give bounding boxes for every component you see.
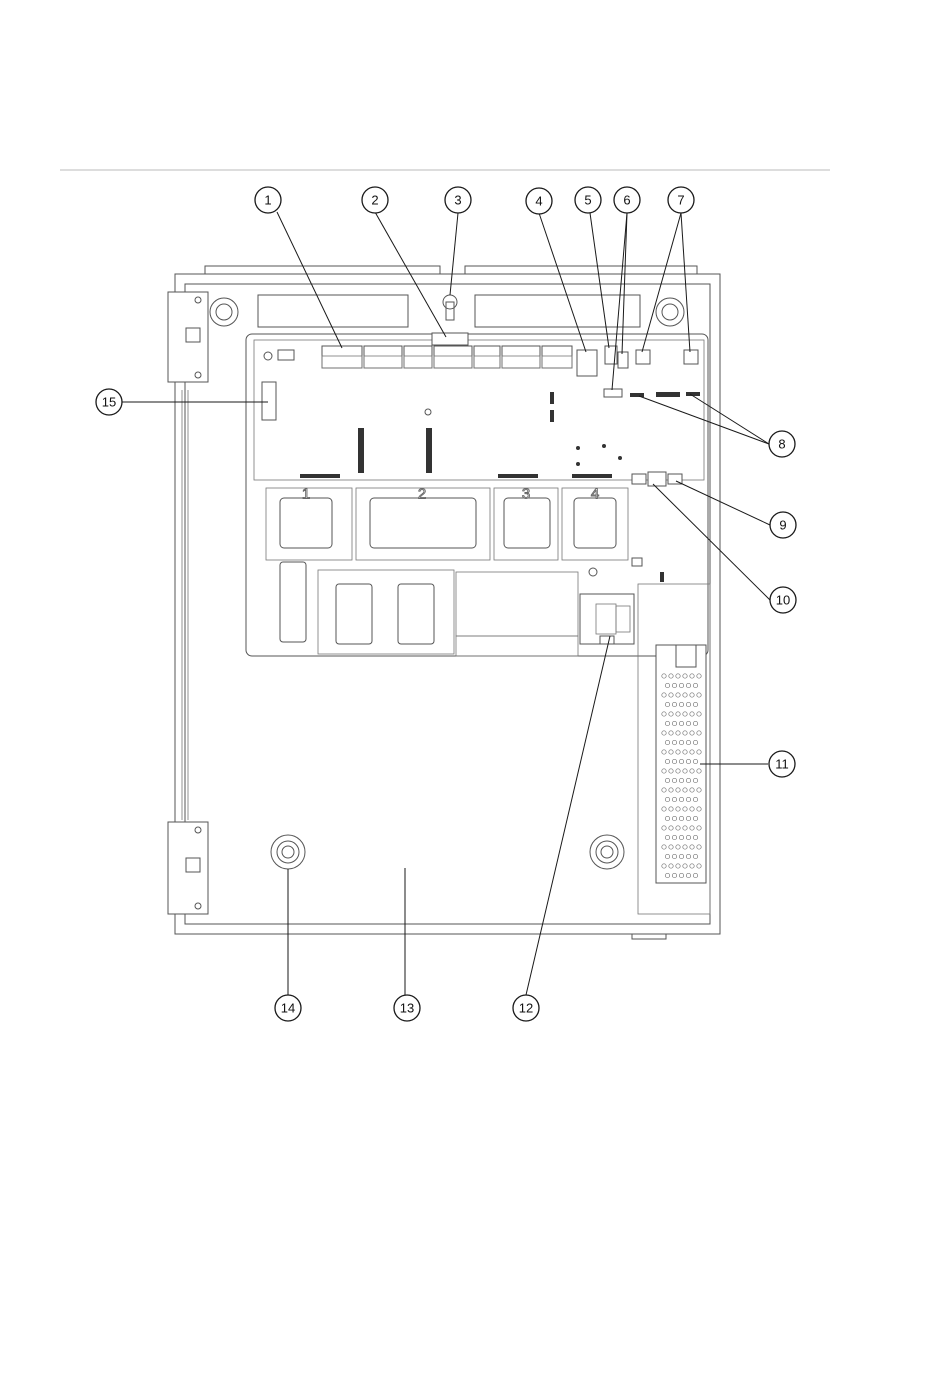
svg-text:3: 3 <box>454 193 461 208</box>
callout-10: 10 <box>770 587 796 613</box>
svg-text:6: 6 <box>623 193 630 208</box>
module-slot-2: 2 <box>418 486 426 503</box>
usb-port <box>618 352 628 368</box>
header-connector <box>630 393 644 397</box>
callout-4: 4 <box>526 188 552 214</box>
terminal-row <box>322 346 572 368</box>
module-slot-4: 4 <box>591 486 599 503</box>
svg-text:10: 10 <box>776 593 790 608</box>
power-connector <box>648 472 666 486</box>
callout-1: 1 <box>255 187 281 213</box>
svg-text:8: 8 <box>778 437 785 452</box>
main-board: 1 2 3 4 <box>246 333 708 656</box>
svg-text:4: 4 <box>535 194 542 209</box>
callout-11: 11 <box>769 751 795 777</box>
callout-9: 9 <box>770 512 796 538</box>
svg-text:2: 2 <box>371 193 378 208</box>
top-flange <box>205 266 440 274</box>
rs485-port <box>636 350 650 364</box>
top-flange-right <box>465 266 697 274</box>
callout-15: 15 <box>96 389 122 415</box>
callout-14: 14 <box>275 995 301 1021</box>
svg-text:14: 14 <box>281 1001 295 1016</box>
callout-2: 2 <box>362 187 388 213</box>
callout-13: 13 <box>394 995 420 1021</box>
module-slot-3: 3 <box>522 486 530 503</box>
rs485-port <box>684 350 698 364</box>
mains-terminal <box>580 594 634 644</box>
callout-7: 7 <box>668 187 694 213</box>
svg-text:15: 15 <box>102 395 116 410</box>
svg-text:11: 11 <box>775 757 789 772</box>
svg-text:12: 12 <box>519 1001 533 1016</box>
svg-text:9: 9 <box>779 518 786 533</box>
header-connector <box>604 389 622 397</box>
ethernet-port <box>577 350 597 376</box>
header-connector <box>656 392 680 397</box>
tamper-switch <box>432 333 468 345</box>
callout-12: 12 <box>513 995 539 1021</box>
power-connector <box>632 474 646 484</box>
svg-text:13: 13 <box>400 1001 414 1016</box>
callout-5: 5 <box>575 187 601 213</box>
callout-8: 8 <box>769 431 795 457</box>
module-slot-1: 1 <box>302 486 310 503</box>
callout-3: 3 <box>445 187 471 213</box>
callout-6: 6 <box>614 187 640 213</box>
svg-text:5: 5 <box>584 193 591 208</box>
svg-text:7: 7 <box>677 193 684 208</box>
bottom-tab <box>632 934 666 939</box>
svg-text:1: 1 <box>264 193 271 208</box>
